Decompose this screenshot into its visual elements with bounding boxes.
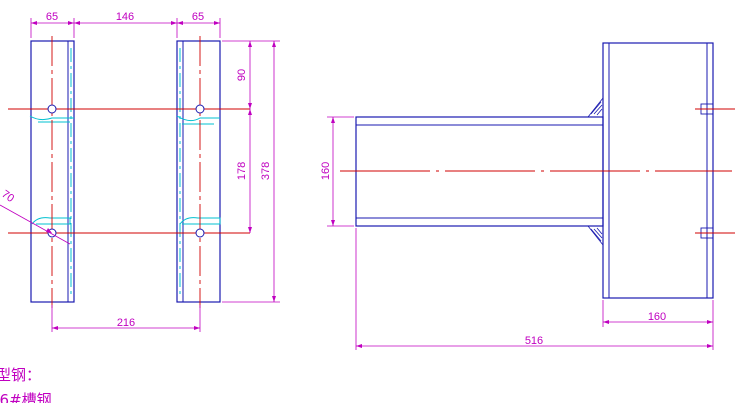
bolt-hole-upper-left — [47, 104, 57, 114]
left-view: 65 146 65 216 90 178 378 70 — [0, 11, 280, 332]
right-view: 160 160 516 — [320, 42, 735, 350]
dim-total-height: 378 — [260, 162, 272, 180]
dim-left-flange-width: 65 — [46, 11, 58, 23]
note-channel-spec: 16#槽钢 — [0, 391, 52, 403]
weld-upper — [587, 96, 604, 118]
bolt-hole-lower-right — [195, 228, 205, 238]
dim-top-offset: 90 — [236, 69, 248, 81]
left-lower-channel-hint — [31, 217, 71, 225]
right-flange-plate — [176, 40, 221, 303]
right-lower-channel-hint — [179, 217, 221, 225]
bolt-spacing-dimension — [51, 305, 201, 332]
weld-lower — [587, 225, 604, 247]
beam-height-dimension — [327, 116, 354, 227]
right-upper-channel-hint — [176, 115, 220, 125]
dim-bolt-spacing: 216 — [117, 317, 135, 329]
bolt-hole-upper-right — [195, 104, 205, 114]
channel-beam — [355, 116, 604, 227]
dim-right-flange-width: 65 — [192, 11, 204, 23]
note-section-title: 型钢： — [0, 366, 41, 384]
dim-diagonal-label: 70 — [0, 188, 16, 205]
dim-total-length: 516 — [525, 335, 543, 347]
top-dimension-chain — [30, 18, 221, 38]
dim-hole-spacing: 178 — [236, 162, 248, 180]
end-plate — [602, 42, 714, 299]
vertical-dimension-chain — [222, 40, 280, 303]
left-upper-channel-hint — [29, 115, 74, 123]
dim-plate-width: 160 — [648, 311, 666, 323]
diagonal-leader — [0, 204, 71, 245]
left-flange-plate — [30, 40, 75, 303]
dim-beam-height: 160 — [320, 162, 332, 180]
total-length-dimension — [355, 228, 713, 350]
plate-width-dimension — [602, 300, 714, 350]
dim-flange-gap: 146 — [116, 11, 134, 23]
